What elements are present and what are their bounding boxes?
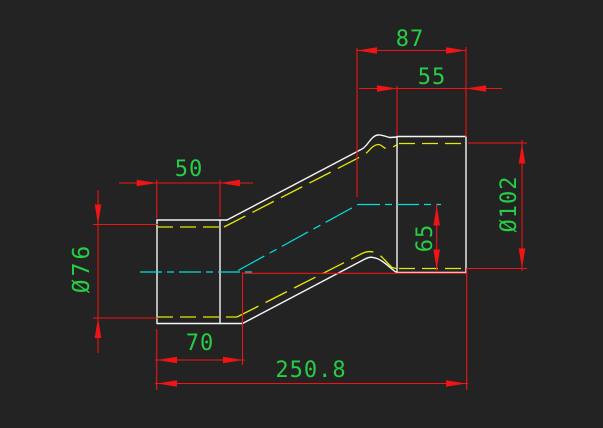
dimension-dia102-label: Ø102: [497, 176, 522, 233]
dimension-offset-65[interactable]: 65: [242, 204, 468, 274]
arrowhead: [466, 85, 486, 92]
arrowhead: [94, 318, 102, 338]
dimension-70-label: 70: [186, 331, 215, 356]
arrowhead: [357, 47, 377, 54]
part-inner-wall[interactable]: [157, 142, 465, 318]
dimension-overall-length-250-8[interactable]: 250.8: [155, 268, 468, 390]
arrowhead: [518, 143, 526, 164]
part-centerlines[interactable]: [140, 203, 441, 273]
dimension-dia76-label: Ø76: [69, 243, 95, 294]
inner-wall-bottom-cone: [236, 250, 398, 318]
arrowhead: [446, 380, 466, 387]
arrowhead: [136, 179, 157, 187]
dimension-top-width-87[interactable]: 87: [356, 27, 467, 197]
cone-bottom-edge: [241, 256, 398, 325]
dimension-neck-width-55[interactable]: 55: [359, 65, 502, 136]
dimension-left-diameter-76[interactable]: Ø76: [69, 190, 158, 353]
dimension-left-top-50[interactable]: 50: [119, 157, 253, 218]
arrowhead: [433, 249, 440, 270]
arrowhead: [518, 248, 526, 269]
cone-top-edge: [226, 134, 398, 221]
dimension-250-8-label: 250.8: [275, 358, 346, 383]
arrowhead: [433, 205, 440, 226]
arrowhead: [446, 47, 466, 54]
inner-wall-top-cone: [223, 143, 399, 228]
dimension-87-label: 87: [396, 27, 425, 52]
dimension-65-label: 65: [413, 224, 438, 253]
dimension-left-bottom-70[interactable]: 70: [155, 272, 245, 365]
arrowhead: [220, 179, 240, 187]
dimension-right-diameter-102[interactable]: Ø102: [467, 140, 527, 271]
arrowhead: [157, 356, 177, 364]
arrowhead: [377, 85, 397, 92]
centerline-cone: [237, 203, 359, 272]
arrowhead: [223, 356, 243, 364]
dimension-50-label: 50: [175, 157, 204, 182]
arrowhead: [157, 380, 177, 387]
arrowhead: [94, 204, 102, 225]
dimension-55-label: 55: [418, 65, 447, 90]
